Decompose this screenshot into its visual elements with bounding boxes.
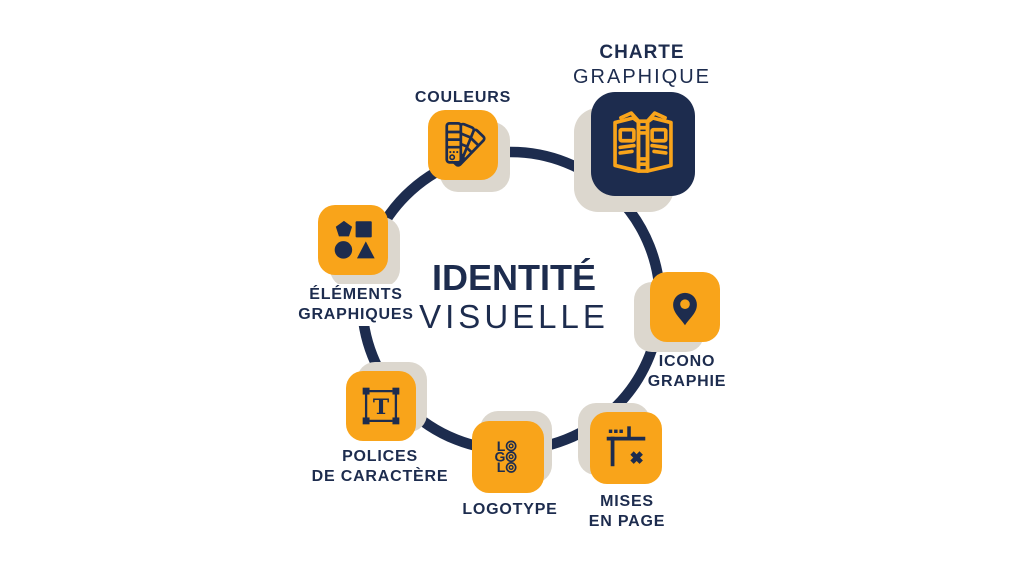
center-title: IDENTITÉ [431,257,596,298]
color-swatch-fan-icon [445,121,486,167]
charte-tile [591,92,695,196]
logotype-label: LOGOTYPE [462,501,558,518]
serif-t-glyph: T [373,394,390,420]
polices-label-line1: POLICES [342,448,418,465]
elements-label-line2: GRAPHIQUES [298,306,414,323]
logo-letter-1: L [497,438,506,454]
center-subtitle: VISUELLE [419,298,609,335]
couleurs-label: COULEURS [414,89,512,106]
icono-label-line1: ICONO [658,353,716,370]
polices-label-line2: DE CARACTÈRE [311,468,449,485]
elements-tile [318,205,388,275]
open-book-icon [613,111,673,173]
polices-label: POLICES DE CARACTÈRE [312,447,449,487]
elements-label: ÉLÉMENTS GRAPHIQUES [293,284,419,326]
center-title-block: IDENTITÉ VISUELLE [419,259,609,335]
mises-label-line2: EN PAGE [588,513,666,530]
basic-shapes-icon [334,220,375,259]
mises-label: MISES EN PAGE [589,492,665,532]
logo-letter-2: G [494,448,505,464]
layout-ruler-icon [606,426,646,467]
icono-label-line2: GRAPHIE [647,373,727,390]
elements-label-line1: ÉLÉMENTS [309,286,403,303]
logo-letter-3: L [497,459,506,475]
charte-title: CHARTE [599,42,685,63]
logo-letter-stack-icon: L G L [494,438,517,475]
logotype-tile: L G L [472,421,544,493]
polices-tile: T [346,371,416,441]
mises-tile [590,412,662,484]
icono-tile [650,272,720,342]
charte-subtitle: GRAPHIQUE [572,66,712,88]
charte-graphique-heading: CHARTE GRAPHIQUE [573,42,711,89]
mises-label-line1: MISES [600,493,654,510]
couleurs-tile [428,110,498,180]
map-pin-icon [673,292,697,326]
serif-letter-frame-icon: T [362,387,400,425]
icono-label: ICONO GRAPHIE [648,352,727,392]
